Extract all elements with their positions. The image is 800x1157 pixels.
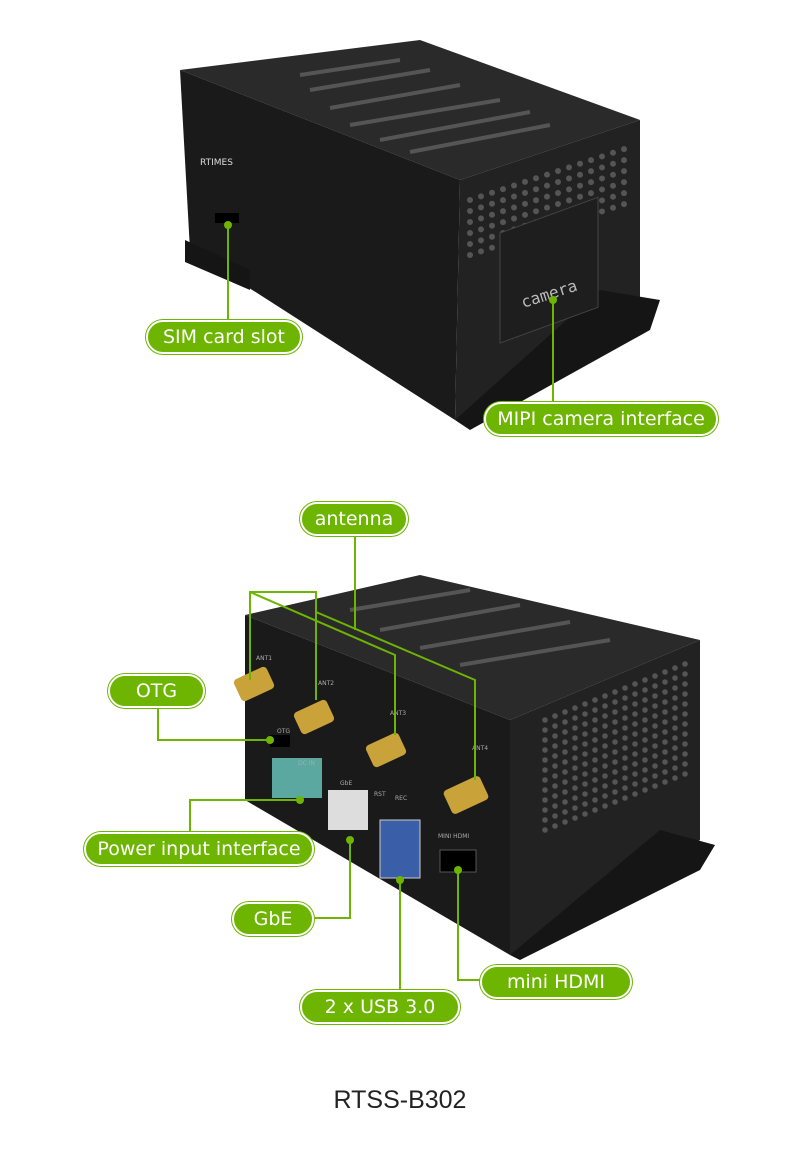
callout-antenna: antenna	[300, 502, 408, 536]
leader-lines	[157, 225, 554, 990]
callout-mipi-camera: MIPI camera interface	[484, 402, 718, 436]
ant1-label: ANT1	[256, 655, 272, 662]
device-top-view: camera RTIMES	[180, 40, 660, 430]
rst-label: RST	[374, 791, 386, 798]
callout-sim-card-slot: SIM card slot	[146, 320, 302, 354]
callout-otg: OTG	[108, 674, 205, 708]
callout-usb: 2 x USB 3.0	[300, 990, 460, 1024]
callout-power-input: Power input interface	[84, 832, 314, 866]
usb-ports	[379, 819, 421, 879]
ant2-label: ANT2	[318, 680, 334, 687]
device-front-view: ANT1 ANT2 ANT3 ANT4 OTG DC IN GbE RST RE…	[233, 575, 715, 960]
sim-slot	[215, 213, 239, 223]
mini-hdmi-label: MINI HDMI	[438, 833, 469, 840]
ant3-label: ANT3	[390, 710, 406, 717]
gbe-port	[328, 790, 368, 830]
callout-gbe: GbE	[232, 902, 314, 936]
callout-mini-hdmi: mini HDMI	[480, 965, 632, 999]
otg-label: OTG	[277, 728, 290, 735]
otg-port	[270, 735, 290, 747]
gbe-label: GbE	[340, 780, 352, 787]
product-name: RTSS-B302	[333, 1086, 467, 1114]
brand-logo: RTIMES	[200, 158, 233, 168]
rec-label: REC	[395, 795, 407, 802]
ant4-label: ANT4	[472, 745, 488, 752]
dcin-label: DC IN	[298, 760, 315, 767]
power-connector	[272, 758, 322, 798]
camera-plate	[499, 196, 599, 344]
vent-grille-top	[299, 58, 551, 154]
antenna-connectors	[233, 666, 489, 814]
